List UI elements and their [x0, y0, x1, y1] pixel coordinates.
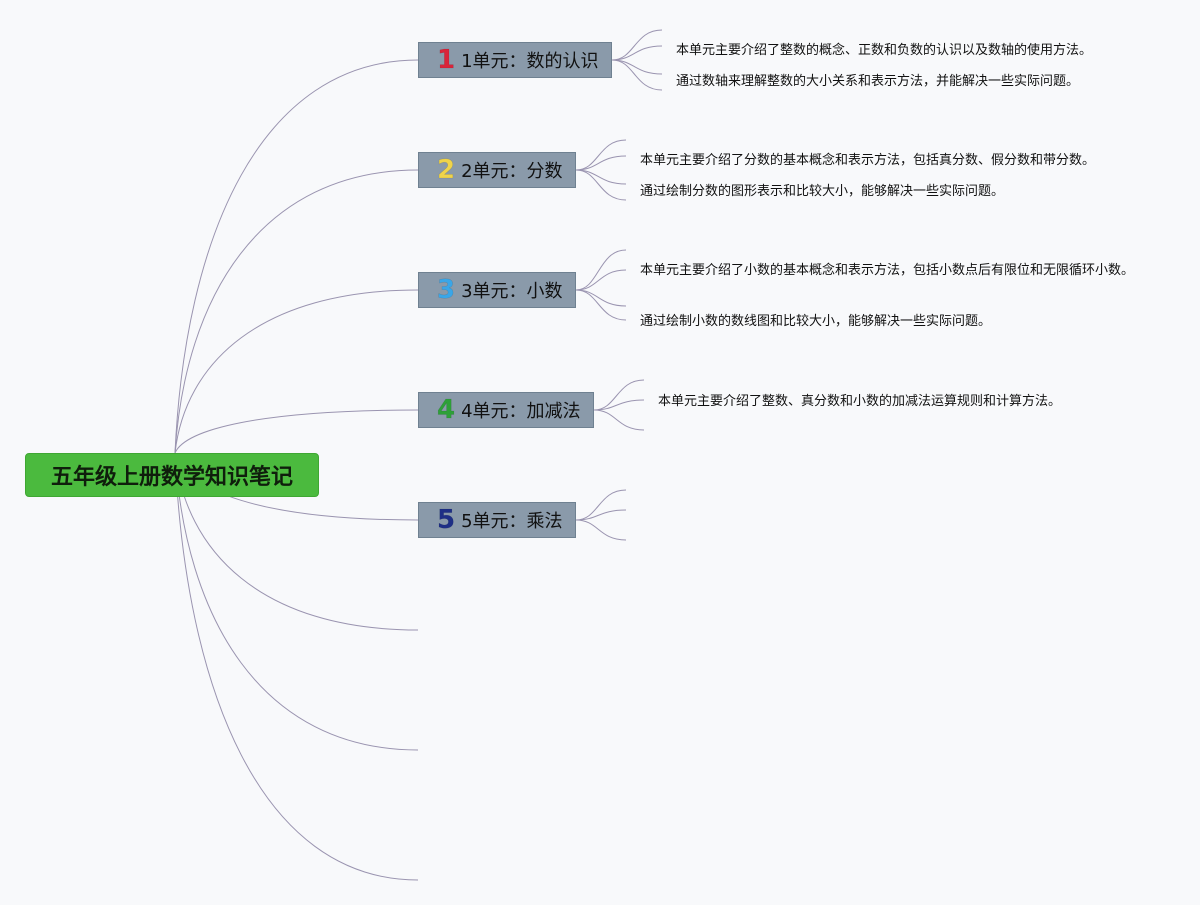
unit-3-fan-4 [575, 289, 627, 321]
unit-topic-3-label: 3单元：小数 [461, 281, 563, 302]
unit-topic-5-label: 5单元：乘法 [461, 511, 563, 532]
unit-4-note-1[interactable]: 本单元主要介绍了整数、真分数和小数的加减法运算规则和计算方法。 [658, 394, 1062, 409]
unit-topic-4[interactable]: 4 4单元：加减法 [418, 392, 594, 428]
unit-topic-2-label: 2单元：分数 [461, 161, 563, 182]
unit-4-fan-3 [593, 409, 645, 431]
unit-topic-1-label: 1单元：数的认识 [461, 51, 599, 72]
unit-5-fan-1 [575, 489, 627, 521]
unit-4-fan-1 [593, 379, 645, 411]
unit-topic-5[interactable]: 5 5单元：乘法 [418, 502, 576, 538]
branch-line-1 [174, 59, 419, 454]
number-1-icon: 1 [437, 45, 456, 75]
unit-1-note-1[interactable]: 本单元主要介绍了整数的概念、正数和负数的认识以及数轴的使用方法。 [676, 43, 1093, 58]
unit-3-note-1[interactable]: 本单元主要介绍了小数的基本概念和表示方法，包括小数点后有限位和无限循环小数。 [640, 263, 1135, 278]
unit-2-fan-2 [575, 155, 627, 171]
unit-2-fan-4 [575, 169, 627, 201]
branch-line-3 [174, 289, 419, 454]
unit-3-fan-1 [575, 249, 627, 291]
unit-1-fan-3 [611, 59, 663, 75]
unit-3-fan-2 [575, 269, 627, 291]
number-3-icon: 3 [437, 275, 456, 305]
unit-2-fan-1 [575, 139, 627, 171]
unit-3-note-2[interactable]: 通过绘制小数的数线图和比较大小，能够解决一些实际问题。 [640, 314, 992, 329]
unit-5-fan-2 [575, 509, 627, 521]
unit-1-fan-4 [611, 59, 663, 91]
unit-5-fan-3 [575, 519, 627, 541]
branch-line-7 [174, 452, 419, 751]
number-5-icon: 5 [437, 505, 456, 535]
number-4-icon: 4 [437, 395, 456, 425]
root-topic[interactable]: 五年级上册数学知识笔记 [25, 453, 319, 497]
unit-1-fan-1 [611, 29, 663, 61]
branch-line-4 [174, 409, 419, 454]
unit-3-fan-3 [575, 289, 627, 307]
unit-1-note-2[interactable]: 通过数轴来理解整数的大小关系和表示方法，并能解决一些实际问题。 [676, 74, 1080, 89]
unit-2-note-2[interactable]: 通过绘制分数的图形表示和比较大小，能够解决一些实际问题。 [640, 184, 1005, 199]
unit-topic-2[interactable]: 2 2单元：分数 [418, 152, 576, 188]
number-2-icon: 2 [437, 155, 456, 185]
unit-topic-4-label: 4单元：加减法 [461, 401, 581, 422]
branch-line-8 [174, 452, 419, 881]
unit-topic-1[interactable]: 1 1单元：数的认识 [418, 42, 612, 78]
unit-2-note-1[interactable]: 本单元主要介绍了分数的基本概念和表示方法，包括真分数、假分数和带分数。 [640, 153, 1096, 168]
root-topic-label: 五年级上册数学知识笔记 [50, 465, 293, 490]
branch-line-2 [174, 169, 419, 454]
unit-topic-3[interactable]: 3 3单元：小数 [418, 272, 576, 308]
unit-4-fan-2 [593, 399, 645, 411]
unit-2-fan-3 [575, 169, 627, 185]
unit-1-fan-2 [611, 45, 663, 61]
